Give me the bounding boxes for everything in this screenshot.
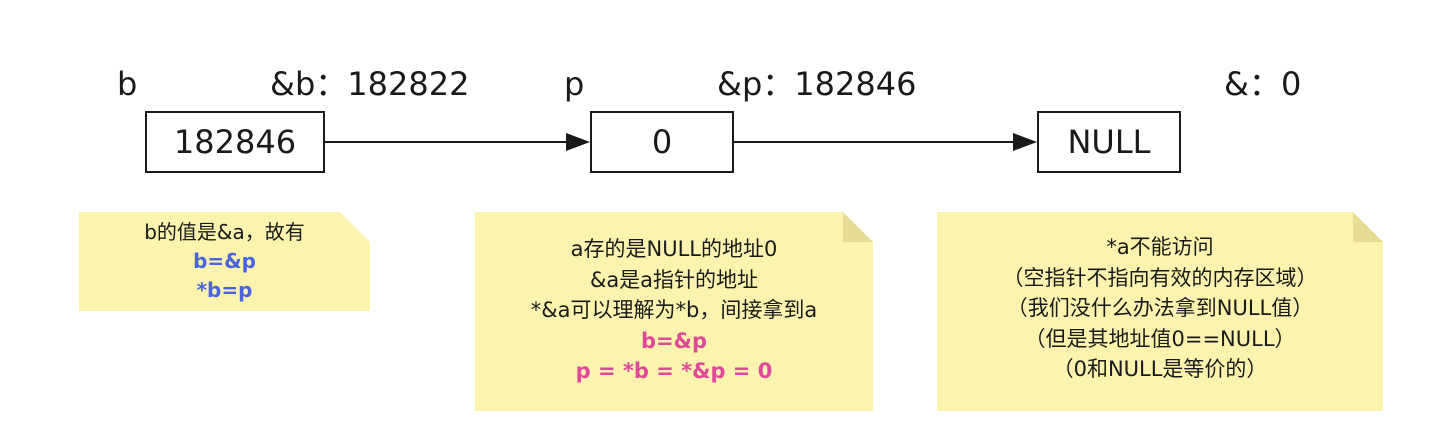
note3-line3: （我们没什么办法拿到NULL值） xyxy=(1006,296,1314,320)
label-p-address: &p：182846 xyxy=(717,65,917,103)
note2-line1: a存的是NULL的地址0 xyxy=(570,237,778,261)
arrow-p-to-null xyxy=(734,133,1037,151)
note-p-explanation: a存的是NULL的地址0 &a是a指针的地址 *&a可以理解为*b，间接拿到a … xyxy=(475,212,873,411)
note-b-explanation: b的值是&a，故有 b=&p *b=p xyxy=(79,212,370,311)
note1-line2: b=&p xyxy=(193,249,256,273)
label-b-address: &b：182822 xyxy=(270,65,470,103)
note2-line3: *&a可以理解为*b，间接拿到a xyxy=(530,298,818,322)
label-null-address: &：0 xyxy=(1224,65,1302,103)
note3-line1: *a不能访问 xyxy=(1106,235,1214,259)
box-b-value[interactable]: 182846 xyxy=(145,111,325,173)
label-p: p xyxy=(564,65,585,103)
note3-line2: （空指针不指向有效的内存区域） xyxy=(1002,265,1318,290)
note1-line3: *b=p xyxy=(196,278,253,302)
note-null-explanation: *a不能访问 （空指针不指向有效的内存区域） （我们没什么办法拿到NULL值） … xyxy=(937,212,1383,411)
note2-line2: &a是a指针的地址 xyxy=(589,267,759,292)
note2-line4: b=&p xyxy=(641,328,707,353)
note2-line5: p = *b = *&p = 0 xyxy=(575,359,773,383)
box-null-value[interactable]: NULL xyxy=(1037,111,1181,173)
arrow-b-to-p xyxy=(325,133,590,151)
box-p-value[interactable]: 0 xyxy=(590,111,734,173)
note-fold-corner xyxy=(1353,212,1383,242)
note3-line5: （0和NULL是等价的） xyxy=(1052,357,1268,381)
note1-line1: b的值是&a，故有 xyxy=(144,220,305,244)
note3-line4: （但是其地址值0==NULL） xyxy=(1024,326,1296,351)
note-fold-corner xyxy=(843,212,873,242)
label-b: b xyxy=(117,65,138,103)
